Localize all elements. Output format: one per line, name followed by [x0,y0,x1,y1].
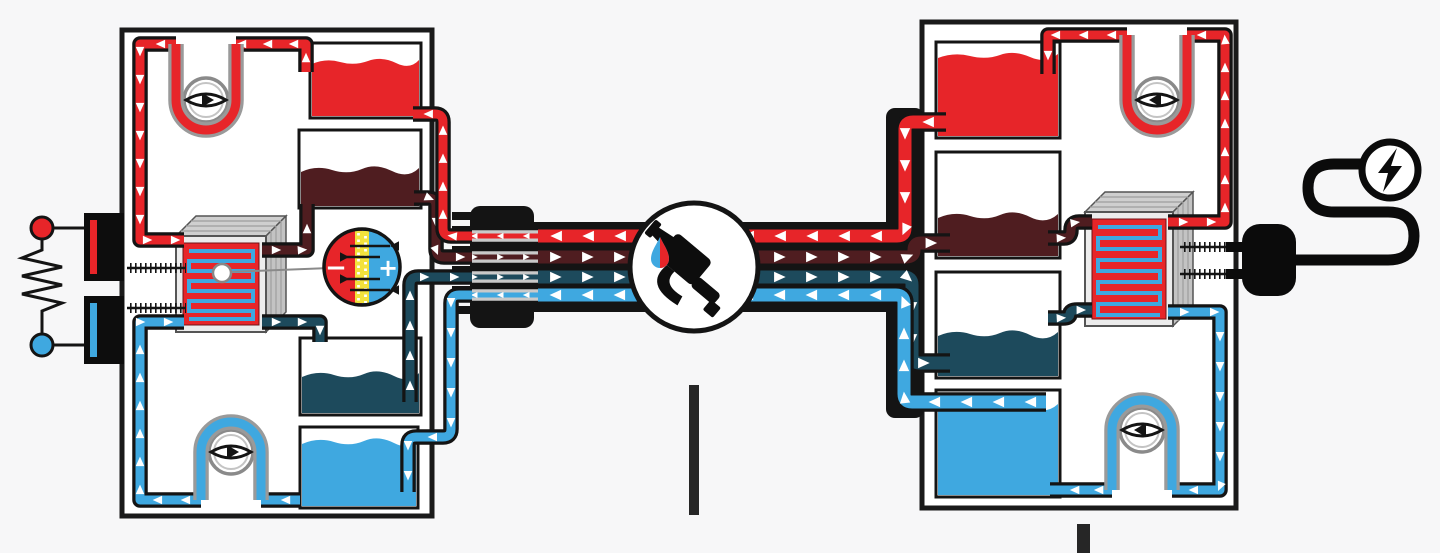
stack-zoom-point [211,262,233,284]
left-catholyte-pump-rotor-icon [183,92,229,108]
left-maroon-stack-to-tank-pipe [262,204,315,258]
coupler-line-teal [460,271,550,283]
membrane-exchange-icon: − + [322,227,402,307]
right-blue-downcomer-pipe [1168,304,1228,498]
right-spent-anolyte-tank [934,270,1062,380]
transfer-red-pipe [538,112,946,246]
left-anolyte-pump-rotor-icon [208,444,254,460]
membrane-plus-label: + [378,254,398,282]
right-red-to-tank-pipe [1040,27,1127,74]
resistor-icon [16,239,68,334]
left-caption-fragment [689,385,699,515]
coupler-line-lblue [460,289,550,301]
membrane-minus-label: − [325,253,347,283]
two-tone-droplet-icon [651,237,669,268]
plug-prong-bottom [1226,269,1246,279]
right-caption-fragment [1077,524,1090,553]
left-charged-catholyte-tank [308,41,423,120]
coupler-line-red [460,230,550,242]
power-plug-icon [1242,224,1296,296]
power-cord [1288,158,1420,266]
lightning-bolt-icon [1378,148,1402,192]
right-maroon-tank-to-stack-pipe [1048,214,1092,246]
left-spent-catholyte-tank [297,128,423,210]
left-catholyte-pump-wrap [168,44,244,138]
left-charged-anolyte-tank [298,425,420,510]
right-catholyte-pump-wrap [1119,35,1195,138]
right-anolyte-pump-rotor-icon [1119,422,1165,438]
resistor-load [16,213,124,364]
left-teal-stack-to-tank-pipe [262,314,328,342]
right-teal-tank-to-stack-pipe [1048,302,1092,326]
right-catholyte-pump-rotor-icon [1134,92,1180,108]
coupler-line-maroon [460,251,550,263]
right-blue-to-tank-pipe [1050,482,1112,498]
left-red-import-pipe [413,106,472,244]
left-spent-anolyte-tank [298,336,423,417]
grid-power-connection [1226,138,1422,296]
right-spent-catholyte-tank [934,150,1062,260]
left-anolyte-pump-wrap [193,414,269,500]
left-blue-riser-pipe [132,314,201,508]
fuel-nozzle-icon [644,220,721,318]
positive-terminal-icon [29,215,55,241]
left-teal-export-pipe [402,269,472,402]
right-charged-catholyte-tank [934,40,1062,140]
right-anolyte-pump-wrap [1104,392,1180,490]
left-blue-import-pipe [400,287,472,492]
plug-prong-top [1226,242,1246,252]
negative-terminal-icon [29,332,55,358]
left-cell-stack-icon [174,214,331,334]
left-red-downcomer-pipe [132,36,184,248]
refueling-badge [627,200,761,334]
membrane-callout-line [227,267,331,273]
right-red-stack-riser-pipe [1168,27,1233,230]
